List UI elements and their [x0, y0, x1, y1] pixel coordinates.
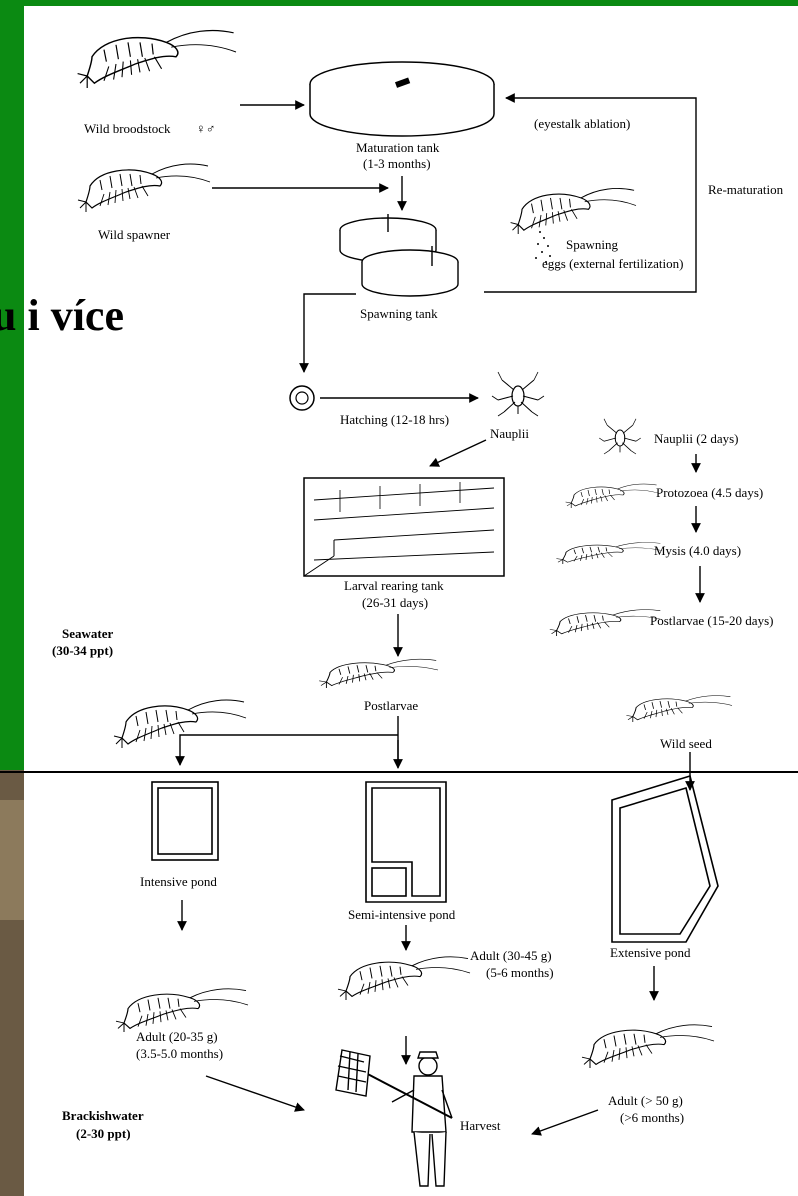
wild-spawner-label: Wild spawner: [98, 227, 171, 242]
adult-extensive-label: Adult (> 50 g): [608, 1093, 683, 1108]
maturation-tank-duration: (1-3 months): [363, 156, 431, 171]
seawater-label: Seawater: [62, 626, 113, 641]
hatching-label: Hatching (12-18 hrs): [340, 412, 449, 427]
intensive-pond-icon: [152, 782, 218, 860]
semi-intensive-pond-icon: [366, 782, 446, 902]
section-divider: [0, 771, 798, 773]
rematuration-label: Re-maturation: [708, 182, 784, 197]
seawater-salinity: (30-34 ppt): [52, 643, 113, 658]
adult-intensive-label: Adult (20-35 g): [136, 1029, 218, 1044]
brackishwater-salinity: (2-30 ppt): [76, 1126, 131, 1141]
spawning-label: Spawning: [566, 237, 619, 252]
eyestalk-ablation-label: (eyestalk ablation): [534, 116, 630, 131]
slide-heading: u i více: [0, 291, 124, 340]
larval-rearing-tank-icon: [304, 478, 504, 576]
wild-seed-label: Wild seed: [660, 736, 712, 751]
postlarvae-label: Postlarvae: [364, 698, 418, 713]
adult-intensive-duration: (3.5-5.0 months): [136, 1046, 223, 1061]
sex-symbols: ♀♂: [196, 121, 216, 136]
larval-tank-label: Larval rearing tank: [344, 578, 444, 593]
larval-stage-2: Protozoea (4.5 days): [656, 485, 763, 500]
intensive-pond-label: Intensive pond: [140, 874, 217, 889]
adult-extensive-duration: (>6 months): [620, 1110, 684, 1125]
maturation-tank-icon: [310, 62, 494, 136]
larval-stage-3: Mysis (4.0 days): [654, 543, 741, 558]
larval-tank-duration: (26-31 days): [362, 595, 428, 610]
adult-semi-duration: (5-6 months): [486, 965, 554, 980]
brackishwater-label: Brackishwater: [62, 1108, 144, 1123]
maturation-tank-label: Maturation tank: [356, 140, 440, 155]
background-photo-detail: [0, 800, 24, 920]
nauplii-label: Nauplii: [490, 426, 529, 441]
extensive-pond-label: Extensive pond: [610, 945, 691, 960]
adult-semi-label: Adult (30-45 g): [470, 948, 552, 963]
spawning-tank-label: Spawning tank: [360, 306, 438, 321]
semi-intensive-pond-label: Semi-intensive pond: [348, 907, 456, 922]
spawning-detail: eggs (external fertilization): [542, 256, 684, 271]
egg-icon: [290, 386, 314, 410]
wild-broodstock-label: Wild broodstock: [84, 121, 171, 136]
larval-stage-1: Nauplii (2 days): [654, 431, 738, 446]
harvest-label: Harvest: [460, 1118, 501, 1133]
larval-stage-4: Postlarvae (15-20 days): [650, 613, 773, 628]
